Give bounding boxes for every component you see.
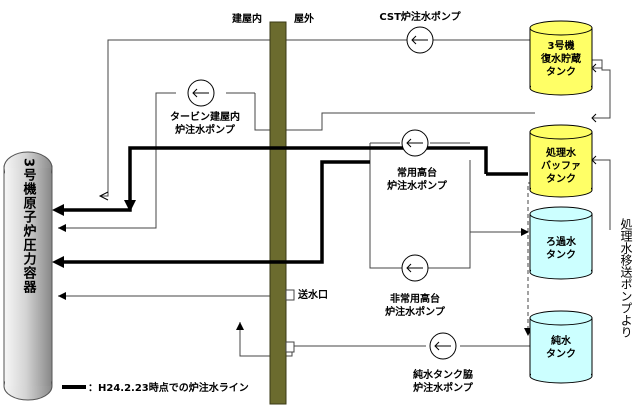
arrow-pure-up	[236, 322, 244, 330]
turbine-pump-label-2: 炉注水ポンプ	[175, 123, 236, 136]
outlet-label: 送水口	[297, 288, 328, 301]
filter-tank: ろ過水 タンク	[529, 206, 593, 280]
cst-line	[100, 39, 535, 197]
outlet-port	[285, 289, 295, 301]
side-label: 処理水移送ポンプより	[619, 218, 633, 338]
thick-arrow-2	[52, 256, 64, 268]
buffer-tank-label-3: タンク	[546, 173, 576, 185]
arrow-cst-reactor	[98, 191, 109, 201]
pure-pump-label-2: 炉注水ポンプ	[413, 381, 474, 394]
buffer-tank-label-1: 処理水	[545, 146, 577, 159]
inside-label: 建屋内	[231, 12, 262, 25]
emergency-pump-label-1: 非常用高台	[390, 292, 440, 305]
building-wall	[269, 21, 287, 405]
cst-pump	[406, 26, 434, 54]
highland-frame	[369, 142, 470, 269]
side-arrow-3	[591, 155, 597, 165]
thin-lines	[58, 39, 611, 357]
pure-pump	[429, 332, 457, 360]
thick-arrow-down	[124, 200, 136, 212]
pure-tank: 純水 タンク	[529, 310, 593, 384]
cst-tank-label-2: 復水貯蔵	[540, 52, 581, 65]
pure-pump-label-1: 純水タンク脇	[413, 368, 473, 381]
cst-tank: 3号機 復水貯蔵 タンク	[529, 20, 593, 96]
arrow-outlet	[58, 292, 66, 300]
filter-tank-label-2: タンク	[546, 249, 576, 261]
thick-lines	[62, 146, 528, 264]
emergency-pump	[401, 254, 429, 282]
normal-pump-label-1: 常用高台	[397, 166, 437, 179]
pure-tank-label-2: タンク	[546, 348, 576, 360]
reactor-label: 3号機原子炉圧力容器	[21, 158, 38, 294]
turbine-right	[254, 93, 535, 131]
outside-label: 屋外	[294, 12, 314, 25]
normal-pump	[401, 129, 429, 157]
emergency-line	[370, 160, 471, 269]
arrow-thin-reactor	[58, 224, 66, 232]
side-arrow-1	[591, 113, 597, 123]
pure-tank-label-1: 純水	[551, 334, 572, 347]
main-injection-line	[62, 146, 488, 212]
turbine-pump-label-1: タービン建屋内	[170, 110, 240, 123]
arrow-to-filter	[521, 228, 529, 236]
buffer-side-line	[592, 159, 611, 230]
cst-tank-label-3: タンク	[546, 66, 576, 78]
buffer-tank: 処理水 バッファ タンク	[529, 124, 593, 198]
reactor-vessel: 3号機原子炉圧力容器	[3, 151, 53, 401]
normal-pump-label-2: 炉注水ポンプ	[387, 179, 448, 192]
pure-port	[285, 341, 295, 353]
emergency-pump-label-2: 炉注水ポンプ	[385, 305, 446, 318]
filter-tank-label-1: ろ過水	[546, 235, 577, 248]
cst-pump-label: CST炉注水ポンプ	[379, 10, 461, 23]
thick-arrow-1	[52, 204, 64, 216]
lower-injection-line	[62, 160, 370, 264]
legend-text: ：H24.2.23時点での炉注水ライン	[88, 381, 249, 394]
legend: ：H24.2.23時点での炉注水ライン	[62, 381, 249, 394]
buffer-tank-label-2: バッファ	[541, 160, 581, 172]
turbine-pump	[187, 79, 215, 107]
cst-tank-label-1: 3号機	[548, 39, 575, 52]
